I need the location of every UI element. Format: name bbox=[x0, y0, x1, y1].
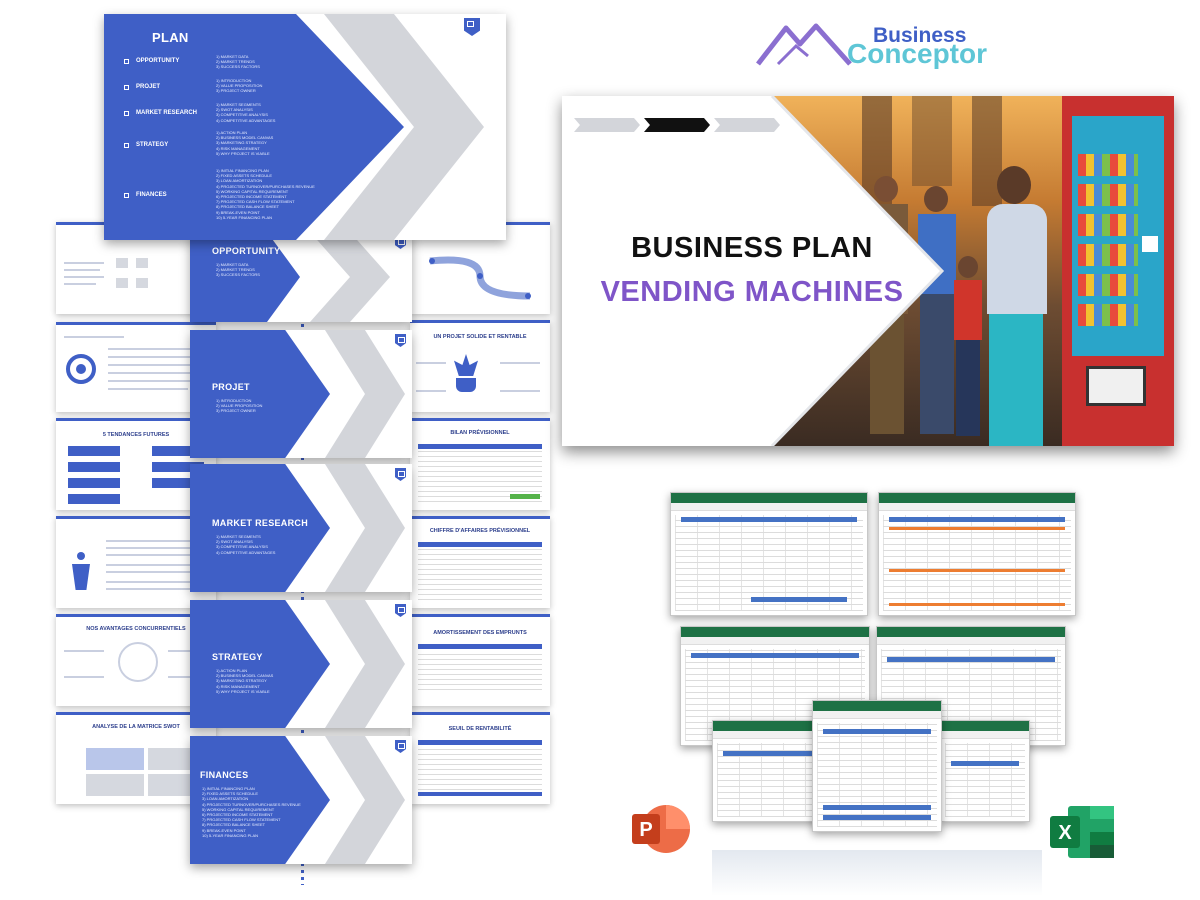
mini-slide-breakeven: SEUIL DE RENTABILITÉ bbox=[410, 712, 550, 804]
logo-icon bbox=[395, 604, 406, 617]
podium-icon bbox=[72, 552, 90, 592]
target-icon bbox=[66, 354, 96, 384]
mountain-logo-icon bbox=[756, 23, 852, 66]
vending-machine-photo bbox=[762, 96, 1174, 446]
slide-title: ANALYSE DE LA MATRICE SWOT bbox=[92, 724, 180, 730]
plan-title: PLAN bbox=[152, 30, 189, 45]
slide-header-bar bbox=[410, 516, 550, 519]
mini-slide-target bbox=[56, 322, 216, 412]
slide-title: PROJET bbox=[212, 382, 250, 392]
slide-bullets: 1) MARKET DATA 2) MARKET TRENDS 3) SUCCE… bbox=[216, 262, 260, 278]
slide-title: FINANCES bbox=[200, 770, 249, 780]
slide-bullets: 1) INITIAL FINANCING PLAN 2) FIXED ASSET… bbox=[202, 786, 301, 838]
spreadsheet-2 bbox=[878, 492, 1076, 616]
logo-icon bbox=[464, 18, 480, 36]
section-slide-finances: FINANCES 1) INITIAL FINANCING PLAN 2) FI… bbox=[190, 736, 412, 864]
brand-name-line1: Business bbox=[873, 24, 967, 47]
slide-title: NOS AVANTAGES CONCURRENTIELS bbox=[86, 626, 186, 632]
mini-slide-swot: ANALYSE DE LA MATRICE SWOT bbox=[56, 712, 216, 804]
cover-chevron-edge bbox=[770, 96, 945, 446]
slide-header-bar bbox=[56, 614, 216, 617]
mini-slide-advantages: NOS AVANTAGES CONCURRENTIELS bbox=[56, 614, 216, 706]
slide-title: BILAN PRÉVISIONNEL bbox=[450, 430, 510, 436]
progress-chevrons bbox=[574, 118, 780, 132]
slide-bullets: 1) INTRODUCTION 2) VALUE PROPOSITION 3) … bbox=[216, 398, 263, 414]
plan-items-opportunity: 1) MARKET DATA 2) MARKET TRENDS 3) SUCCE… bbox=[216, 54, 260, 70]
slide-title: STRATEGY bbox=[212, 652, 263, 662]
slide-header-bar bbox=[56, 516, 216, 519]
section-slide-market-research: MARKET RESEARCH 1) MARKET SEGMENTS 2) SW… bbox=[190, 464, 412, 592]
slide-title: UN PROJET SOLIDE ET RENTABLE bbox=[433, 334, 527, 340]
people-group bbox=[967, 166, 1062, 446]
vending-machine bbox=[1062, 96, 1174, 446]
spreadsheet-5 bbox=[712, 720, 832, 822]
cover-slide: BUSINESS PLAN VENDING MACHINES bbox=[562, 96, 1174, 446]
logo-icon bbox=[395, 334, 406, 347]
spreadsheet-1 bbox=[670, 492, 868, 616]
slide-title: OPPORTUNITY bbox=[212, 246, 281, 256]
slide-header-bar bbox=[56, 322, 216, 325]
spreadsheet-7 bbox=[812, 700, 942, 832]
cover-title-line2: VENDING MACHINES bbox=[600, 276, 904, 308]
mini-slide-trends: 5 TENDANCES FUTURES bbox=[56, 418, 216, 510]
slide-title: CHIFFRE D'AFFAIRES PRÉVISIONNEL bbox=[429, 528, 531, 534]
spreadsheet-reflection bbox=[712, 850, 1042, 896]
slide-header-bar bbox=[410, 712, 550, 715]
mini-slide-turnover: CHIFFRE D'AFFAIRES PRÉVISIONNEL bbox=[410, 516, 550, 608]
svg-text:X: X bbox=[1058, 822, 1072, 844]
brand-name-line2: Conceptor bbox=[847, 38, 987, 69]
plan-slide: PLAN OPPORTUNITY 1) MARKET DATA 2) MARKE… bbox=[104, 14, 506, 240]
mini-slide-balance: BILAN PRÉVISIONNEL bbox=[410, 418, 550, 510]
slide-header-bar bbox=[410, 320, 550, 323]
section-slide-strategy: STRATEGY 1) ACTION PLAN 2) BUSINESS MODE… bbox=[190, 600, 412, 728]
slide-header-bar bbox=[56, 418, 216, 421]
plan-items-projet: 1) INTRODUCTION 2) VALUE PROPOSITION 3) … bbox=[216, 78, 263, 94]
slide-title: SEUIL DE RENTABILITÉ bbox=[448, 726, 512, 732]
slide-title: AMORTISSEMENT DES EMPRUNTS bbox=[433, 630, 527, 636]
plan-items-strategy: 1) ACTION PLAN 2) BUSINESS MODEL CANVAS … bbox=[216, 130, 274, 156]
logo-icon bbox=[395, 468, 406, 481]
section-slide-projet: PROJET 1) INTRODUCTION 2) VALUE PROPOSIT… bbox=[190, 330, 412, 458]
mini-slide-solid-project: UN PROJET SOLIDE ET RENTABLE bbox=[410, 320, 550, 412]
slide-header-bar bbox=[56, 712, 216, 715]
slide-bullets: 1) MARKET SEGMENTS 2) SWOT ANALYSIS 3) C… bbox=[216, 534, 276, 555]
section-slide-opportunity: OPPORTUNITY 1) MARKET DATA 2) MARKET TRE… bbox=[190, 232, 412, 322]
powerpoint-icon: P bbox=[632, 805, 690, 853]
plant-icon bbox=[450, 354, 482, 394]
mini-slide-loans: AMORTISSEMENT DES EMPRUNTS bbox=[410, 614, 550, 706]
plan-items-market-research: 1) MARKET SEGMENTS 2) SWOT ANALYSIS 3) C… bbox=[216, 102, 276, 123]
slide-title: MARKET RESEARCH bbox=[212, 518, 309, 528]
logo-icon bbox=[395, 740, 406, 753]
slide-header-bar bbox=[410, 418, 550, 421]
mini-slide-speaker bbox=[56, 516, 216, 608]
svg-text:P: P bbox=[639, 819, 652, 841]
roadmap-graphic bbox=[429, 256, 531, 300]
plan-items-finances: 1) INITIAL FINANCING PLAN 2) FIXED ASSET… bbox=[216, 168, 315, 220]
slide-header-bar bbox=[410, 614, 550, 617]
spreadsheet-6 bbox=[940, 720, 1030, 822]
slide-bullets: 1) ACTION PLAN 2) BUSINESS MODEL CANVAS … bbox=[216, 668, 274, 694]
slide-title: 5 TENDANCES FUTURES bbox=[102, 432, 170, 438]
excel-icon: X bbox=[1050, 806, 1114, 858]
cover-title-line1: BUSINESS PLAN bbox=[631, 232, 873, 264]
